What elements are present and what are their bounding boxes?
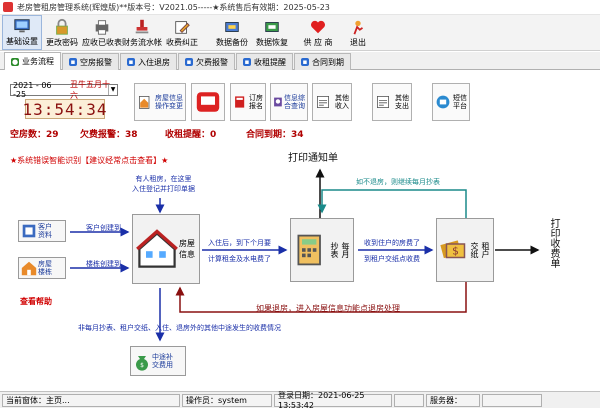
- toolbar-exit[interactable]: 退出: [338, 15, 378, 50]
- rent-collect-node[interactable]: $ 租户 交纸: [436, 218, 494, 282]
- lock-icon: [56, 18, 68, 35]
- house-arrow-label: 楼栋创建到: [86, 260, 121, 268]
- house-icon: [21, 261, 37, 276]
- heart-icon: [310, 20, 326, 34]
- checkin-label-top: 入住后，到下个月要: [208, 239, 271, 247]
- status-tail: [482, 393, 542, 407]
- checkin-label-bottom: 计算租金及水电费了: [208, 255, 271, 263]
- status-bar: 当前窗体：主页... 操作员：system 登录日期：2021-06-25 13…: [0, 391, 600, 408]
- sms-icon: [436, 95, 450, 109]
- toolbar-data-restore[interactable]: 数据恢复: [252, 15, 292, 50]
- tab-arrears-alarm[interactable]: ▪欠费报警: [178, 53, 235, 70]
- stat-arrears[interactable]: 欠费报警：38: [80, 130, 138, 140]
- info-query-button[interactable]: 信息综 合查询: [270, 83, 308, 121]
- toolbar-fee-correction[interactable]: 收费纠正: [162, 15, 202, 50]
- stat-rent-reminder[interactable]: 收租提醒：0: [165, 130, 217, 140]
- view-help-link[interactable]: 查看帮助: [20, 297, 52, 306]
- window-title: 老房管租房管理系统(辉煌版)**版本号：V2021.05-----★系统售后有效…: [17, 2, 330, 12]
- restore-icon: [265, 22, 279, 32]
- rent-label-bottom: 到租户交纸点收费: [364, 255, 420, 263]
- clock-display: 13:54:34: [22, 99, 108, 119]
- house-icon: [136, 229, 178, 268]
- stat-contract-expiry[interactable]: 合同到期：34: [246, 130, 304, 140]
- house-doc-icon: [139, 96, 150, 109]
- status-blank: [394, 393, 424, 407]
- status-current-window: 当前窗体：主页...: [2, 393, 180, 407]
- book-icon: [235, 96, 245, 108]
- other-expense-button[interactable]: 其他 支出: [372, 83, 412, 121]
- status-login-date: 登录日期：2021-06-25 13:53:42: [274, 391, 392, 408]
- svg-text:$: $: [452, 246, 459, 258]
- date-value: 2021 - 06 -25: [13, 81, 52, 99]
- sms-platform-button[interactable]: 短信 平台: [432, 83, 470, 121]
- search-doc-icon: [274, 97, 282, 107]
- monthly-meter-node[interactable]: 每月 抄表: [290, 218, 354, 282]
- exit-icon: [353, 20, 363, 35]
- customer-arrow-label: 客户创建到: [86, 224, 121, 232]
- phone-button[interactable]: [191, 83, 225, 121]
- stat-vacant[interactable]: 空房数：29: [10, 130, 59, 140]
- booking-button[interactable]: 订房 报名: [230, 83, 266, 121]
- toolbar-change-password[interactable]: 更改密码: [42, 15, 82, 50]
- other-income-button[interactable]: 其他 收入: [312, 83, 352, 121]
- toolbar-receivable-report[interactable]: 应收已收表: [82, 15, 122, 50]
- address-book-icon: [22, 224, 36, 238]
- flow-arrows: [70, 168, 540, 342]
- chevron-down-icon[interactable]: ▼: [108, 85, 117, 95]
- money-bag-icon: $: [136, 356, 148, 371]
- tab-contract-expiry[interactable]: ▪合同到期: [294, 53, 351, 70]
- phone-icon: [196, 92, 220, 112]
- toolbar-supplier[interactable]: 供 应 商: [298, 15, 338, 50]
- print-notice-link[interactable]: 打印通知单: [288, 153, 338, 164]
- stamp-icon: [135, 19, 149, 34]
- expense-icon: [377, 96, 389, 108]
- date-picker[interactable]: 2021 - 06 -25 丑牛五月十六 ▼: [10, 80, 118, 100]
- tab-rent-reminder[interactable]: ▪收租提醒: [236, 53, 293, 70]
- settings-icon: [14, 19, 30, 33]
- svg-text:$: $: [140, 362, 144, 369]
- tab-business-flow[interactable]: ●业务流程: [4, 52, 61, 70]
- money-icon: $: [440, 240, 466, 259]
- house-info-node[interactable]: 房屋 信息: [132, 214, 200, 284]
- status-operator: 操作员：system: [182, 393, 272, 407]
- income-icon: [317, 96, 329, 108]
- rent-label-top: 收到住户的房费了: [364, 239, 420, 247]
- toolbar-data-backup[interactable]: 数据备份: [212, 15, 252, 50]
- checkout-label: 如果退房，进入房屋信息功能点退房处理: [256, 304, 400, 313]
- pencil-icon: [175, 21, 190, 34]
- house-info-change-button[interactable]: 房屋信息 操作变更: [134, 83, 186, 121]
- calculator-icon: [297, 234, 321, 266]
- printer-icon: [95, 20, 109, 35]
- app-icon: [3, 2, 13, 12]
- toolbar-basic-settings[interactable]: 基础设置: [2, 15, 42, 50]
- other-fee-label: 非每月抄表、租户交纸、入住、退房外的其他中途发生的收费情况: [78, 324, 281, 332]
- customer-data-button[interactable]: 客户 资料: [18, 220, 66, 242]
- tab-vacancy-alarm[interactable]: ▪空房报警: [62, 53, 119, 70]
- error-check-link[interactable]: ★系统错误智能识别【建议经常点击查看】★: [10, 156, 169, 165]
- title-bar: 老房管租房管理系统(辉煌版)**版本号：V2021.05-----★系统售后有效…: [0, 0, 600, 15]
- toolbar-separator: [202, 15, 212, 50]
- main-toolbar: 基础设置 更改密码 应收已收表 财务流水帐 收费纠正 数据备份 数据恢复: [0, 15, 600, 51]
- status-server: 服务器：: [426, 393, 480, 407]
- lunar-date: 丑牛五月十六: [70, 80, 110, 100]
- no-checkout-label: 如不退房，则继续每月抄表: [356, 178, 440, 186]
- house-building-button[interactable]: 房屋 楼栋: [18, 257, 66, 279]
- toolbar-finance-ledger[interactable]: 财务流水帐: [122, 15, 162, 50]
- tab-strip: ●业务流程 ▪空房报警 ▪入住退房 ▪欠费报警 ▪收租提醒 ▪合同到期: [0, 52, 600, 70]
- new-tenant-label: 有人租房，在这里 入住登记并打印单据: [132, 175, 195, 193]
- backup-icon: [225, 22, 239, 32]
- tab-checkin-checkout[interactable]: ▪入住退房: [120, 53, 177, 70]
- midway-fee-button[interactable]: $ 中途补 交费用: [130, 346, 186, 376]
- print-receipt-link[interactable]: 打印收费单: [548, 218, 559, 268]
